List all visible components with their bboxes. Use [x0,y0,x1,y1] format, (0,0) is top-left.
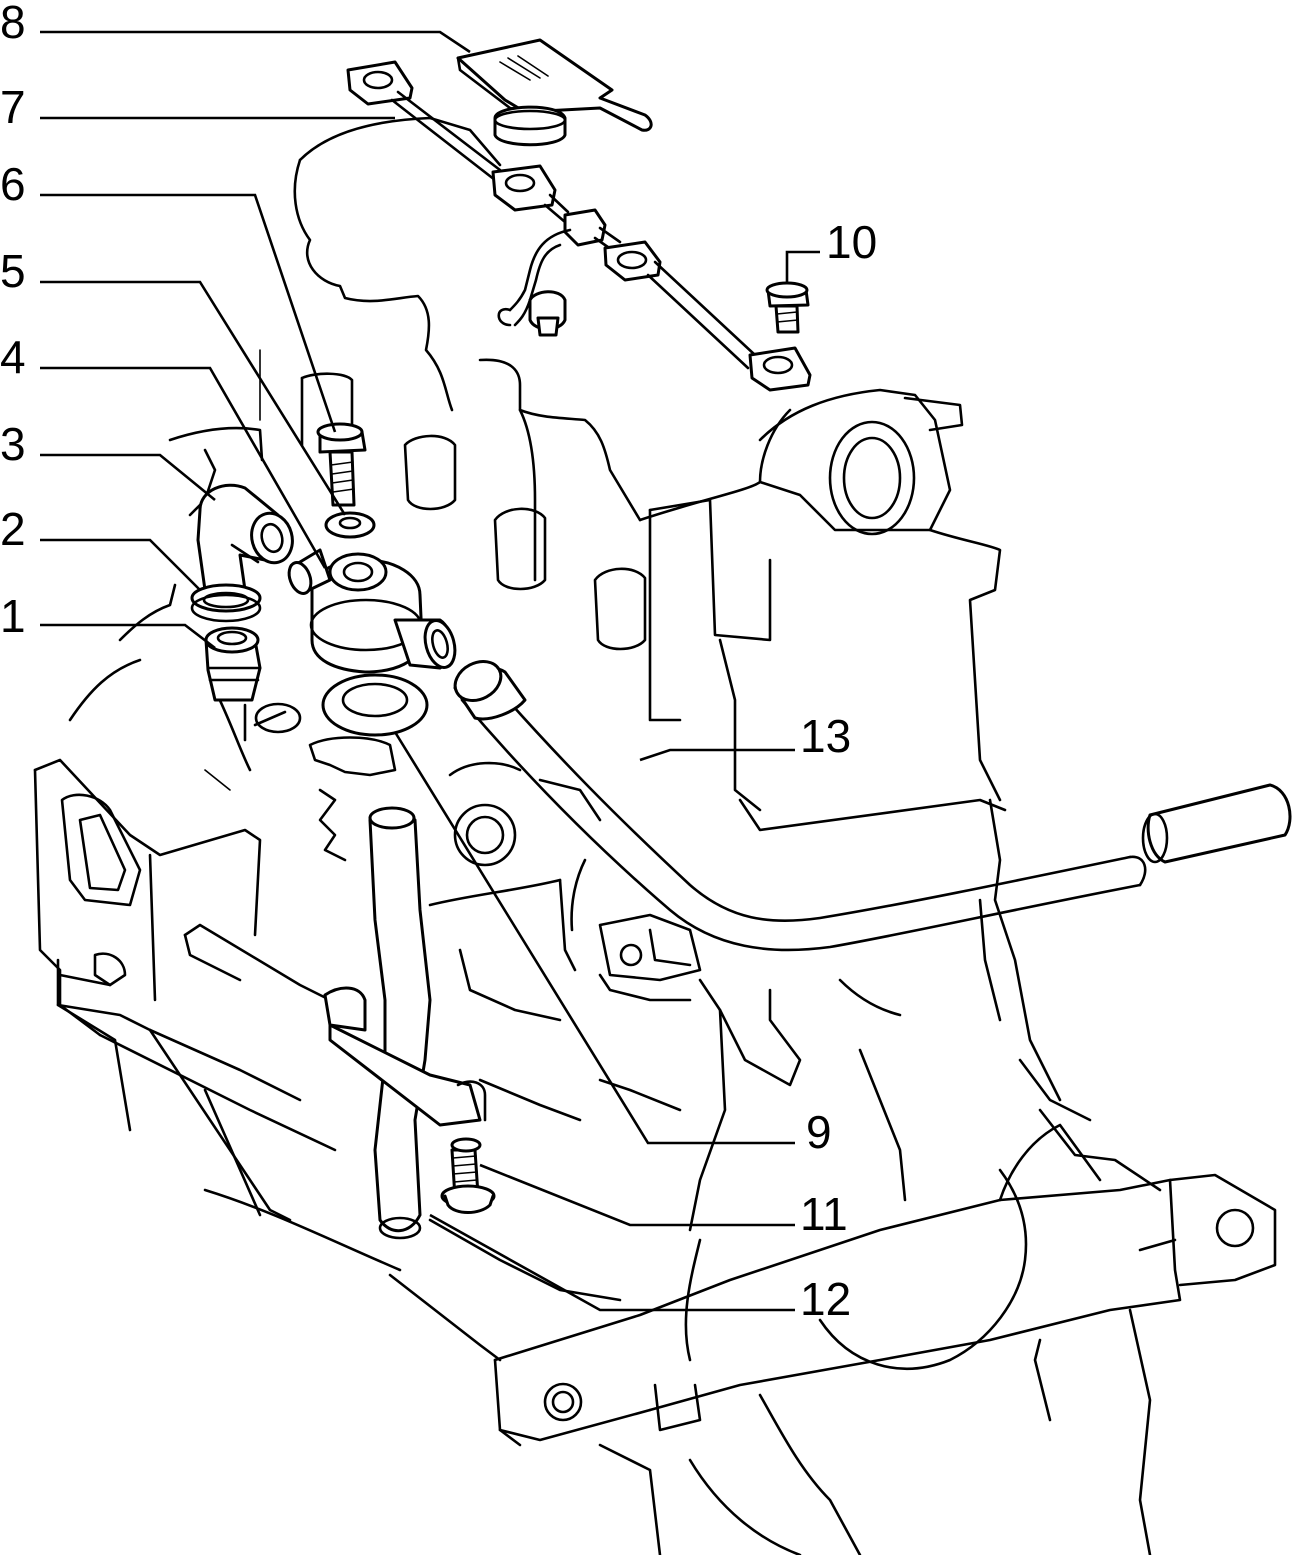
label-13: 13 [800,710,851,762]
fitting-1 [204,626,262,702]
oil-cap-8 [456,38,653,147]
label-5: 5 [0,245,26,297]
leader-5 [40,280,347,516]
elbow-3 [196,483,294,592]
callout-labels: 8 7 6 5 4 3 2 1 10 13 9 11 12 [0,0,877,1325]
clamp-2 [190,583,262,623]
label-6: 6 [0,158,26,210]
washer-5 [324,511,376,539]
breather-hose-13 [453,660,1292,952]
leader-lines [40,30,820,1312]
gasket-9 [321,673,429,737]
label-9: 9 [806,1106,832,1158]
label-7: 7 [0,81,26,133]
leader-4 [40,366,327,569]
screw-10 [765,281,810,334]
hose-bracket [323,986,487,1127]
label-1: 1 [0,590,26,642]
leader-11 [479,1163,795,1227]
leader-9 [393,731,795,1145]
label-8: 8 [0,0,26,48]
leader-10 [785,250,820,284]
leader-1 [40,623,216,650]
lower-hose-12 [368,806,432,1240]
label-3: 3 [0,418,26,470]
label-10: 10 [826,216,877,268]
screw-11 [440,1137,496,1214]
label-12: 12 [800,1273,851,1325]
leader-12 [429,1213,795,1312]
breather-housing-4 [287,548,457,674]
label-2: 2 [0,503,26,555]
leader-6 [40,193,337,433]
leader-8 [40,30,471,54]
label-4: 4 [0,331,26,383]
pipe-7 [346,60,812,392]
screw-6 [316,422,367,507]
label-11: 11 [800,1188,848,1240]
engine-block [33,116,1277,1555]
leader-3 [40,453,216,502]
leader-13 [639,748,795,762]
leader-2 [40,538,201,591]
